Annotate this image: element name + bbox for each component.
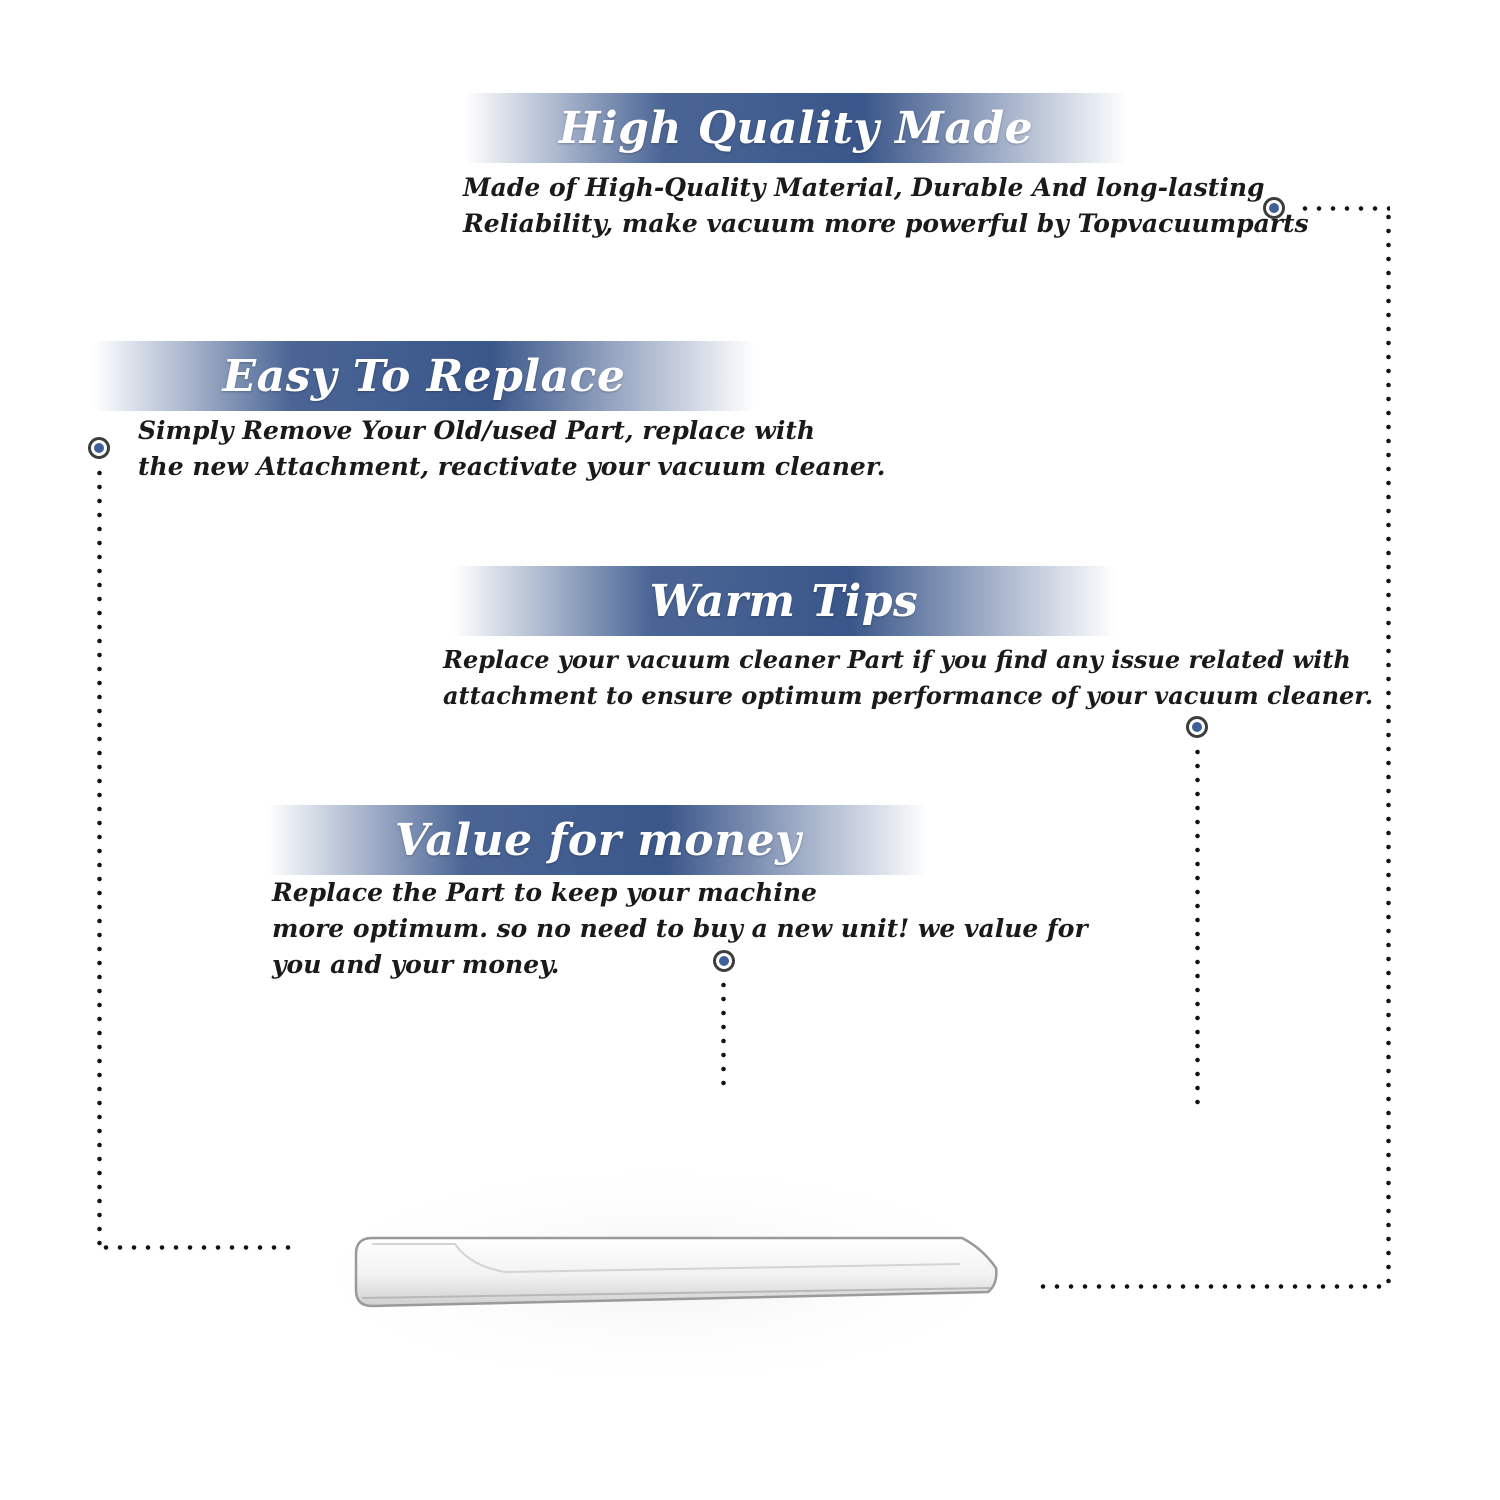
- banner-easy-replace: Easy To Replace: [93, 341, 755, 411]
- desc-line: Reliability, make vacuum more powerful b…: [463, 209, 1309, 238]
- banner-title-easy-replace: Easy To Replace: [222, 350, 626, 402]
- marker-high-quality: [1263, 197, 1285, 219]
- desc-line: more optimum. so no need to buy a new un…: [272, 914, 1088, 943]
- connector-high-quality-bottom: [1036, 1284, 1390, 1289]
- desc-line: attachment to ensure optimum performance…: [443, 681, 1374, 710]
- connector-high-quality-right: [1386, 210, 1391, 1292]
- desc-line: you and your money.: [272, 950, 560, 979]
- desc-line: Replace your vacuum cleaner Part if you …: [443, 645, 1351, 674]
- banner-value-money: Value for money: [267, 805, 929, 875]
- connector-warm-tips: [1195, 745, 1200, 1107]
- connector-easy-replace-bottom: [99, 1245, 299, 1250]
- banner-high-quality: High Quality Made: [465, 93, 1127, 163]
- banner-title-high-quality: High Quality Made: [558, 102, 1034, 154]
- connector-easy-replace-left: [97, 466, 102, 1252]
- banner-title-warm-tips: Warm Tips: [649, 575, 919, 627]
- connector-value-money: [721, 978, 726, 1092]
- marker-value-money: [713, 950, 735, 972]
- banner-warm-tips: Warm Tips: [453, 566, 1115, 636]
- connector-high-quality-top: [1298, 206, 1390, 211]
- desc-line: the new Attachment, reactivate your vacu…: [138, 452, 886, 481]
- desc-line: Replace the Part to keep your machine: [272, 878, 817, 907]
- desc-easy-replace: Simply Remove Your Old/used Part, replac…: [138, 413, 885, 485]
- desc-warm-tips: Replace your vacuum cleaner Part if you …: [443, 642, 1373, 714]
- desc-value-money: Replace the Part to keep your machine mo…: [272, 875, 1088, 983]
- marker-easy-replace: [88, 437, 110, 459]
- banner-title-value-money: Value for money: [394, 814, 802, 866]
- marker-warm-tips: [1186, 716, 1208, 738]
- desc-high-quality: Made of High-Quality Material, Durable A…: [463, 170, 1309, 242]
- desc-line: Simply Remove Your Old/used Part, replac…: [138, 416, 816, 445]
- desc-line: Made of High-Quality Material, Durable A…: [463, 173, 1265, 202]
